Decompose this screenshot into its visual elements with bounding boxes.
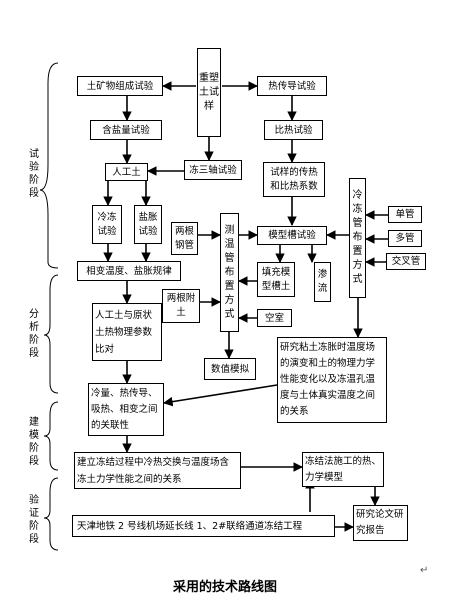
two-ambient-soil-box: 两根附土 <box>162 289 200 323</box>
diagram-caption: 采用的技术路线图 <box>172 580 277 595</box>
research-report-box: 研究论文研究报告 <box>353 505 408 541</box>
cross-pipe-box: 交叉管 <box>386 253 426 270</box>
construction-model-box: 冻结法施工的热、力学模型 <box>302 452 384 487</box>
salt-content-test-box: 含盐量试验 <box>90 120 162 140</box>
thermal-conductivity-test-box: 热传导试验 <box>257 76 327 96</box>
establish-relation-box: 建立冻结过程中冷热交换与温度场含冻土力学性能之间的关系 <box>74 452 241 489</box>
soil-mineral-test-box: 土矿物组成试验 <box>77 76 163 96</box>
fill-model-soil-box: 填充模型槽土 <box>257 262 295 297</box>
temp-field-layout-box: 测温管布置方式 <box>220 213 239 332</box>
stage-braces <box>39 62 59 551</box>
stage-verification-label: 验证阶段 <box>29 495 39 545</box>
multi-pipe-box: 多管 <box>388 230 422 247</box>
research-relation-box: 研究粘土冻胀时温度场的演变和土的物理力学性能变化以及冻温孔温度与土体真实温度之间… <box>277 337 387 423</box>
stage-modeling-label: 建模阶段 <box>29 417 39 467</box>
single-pipe-box: 单管 <box>388 206 422 223</box>
triaxial-freeze-test-box: 冻三轴试验 <box>184 160 242 180</box>
artificial-soil-box: 人工土 <box>105 163 148 181</box>
two-steel-pipes-box: 两根钢管 <box>171 222 198 255</box>
heat-absorption-box: 冷量、热传导、吸热、相变之间的关联性 <box>88 383 164 436</box>
phase-change-salt-box: 相变温度、盐胀规律 <box>77 261 181 281</box>
stage-test-label: 试验阶段 <box>29 149 39 199</box>
return-mark: ↵ <box>420 565 429 576</box>
salt-expansion-test-box: 盐胀试验 <box>134 205 162 244</box>
thermal-coefficients-box: 试样的传热和比热系数 <box>263 162 325 197</box>
seepage-box: 渗流 <box>314 262 331 302</box>
specific-heat-test-box: 比热试验 <box>264 120 323 140</box>
tianjin-project-box: 天津地铁 2 号线机场延长线 1、2#联络通道冻结工程 <box>72 515 335 537</box>
freeze-pipe-layout-box: 冷冻管布置方式 <box>349 178 366 298</box>
numerical-simulation-box: 数值模拟 <box>204 358 256 380</box>
still-water-box: 空室 <box>257 309 292 327</box>
remolded-sample-box: 重塑土试样 <box>197 48 221 137</box>
model-tank-test-box: 模型槽试验 <box>257 226 327 245</box>
freezing-test-box: 冷冻试验 <box>92 205 122 244</box>
property-comparison-box: 人工土与原状土热物理参数比对 <box>92 303 162 361</box>
stage-analysis-label: 分析阶段 <box>29 309 39 359</box>
